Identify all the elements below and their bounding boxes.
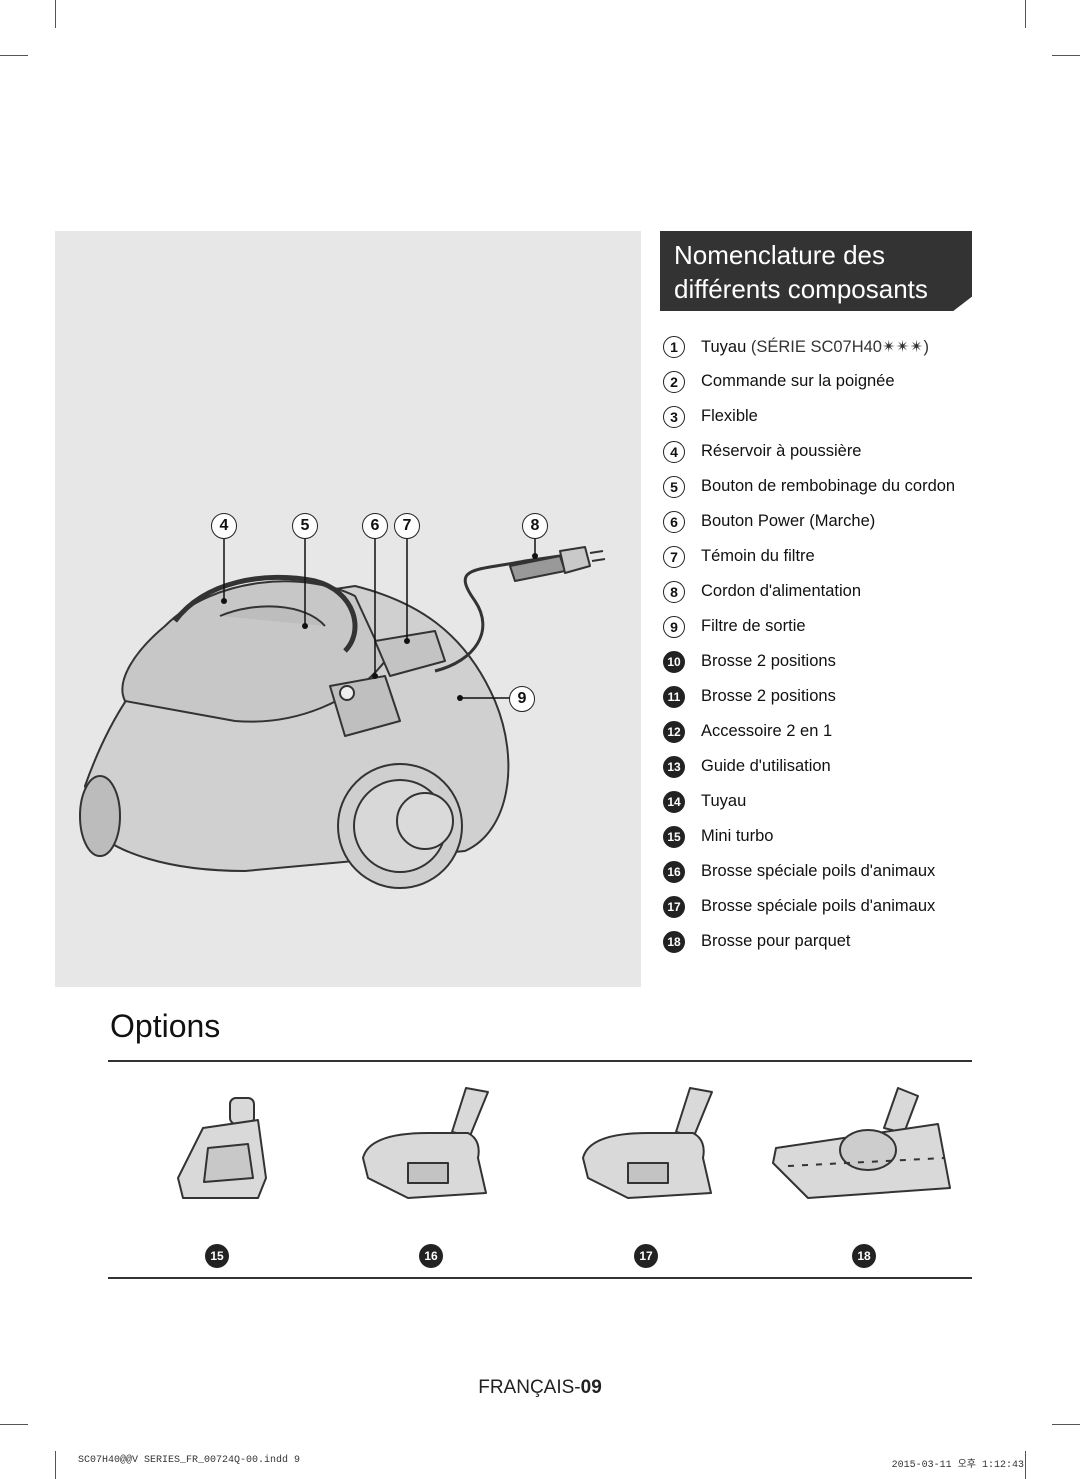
item-label: Brosse spéciale poils d'animaux [701, 897, 936, 915]
item-number: 3 [663, 405, 685, 428]
component-list: 1 Tuyau (SÉRIE SC07H40✴✴✴) 2 Commande su… [663, 329, 993, 959]
option-number: 17 [634, 1244, 658, 1268]
item-number: 6 [663, 510, 685, 533]
options-bottom-rule [108, 1277, 972, 1279]
item-number: 15 [663, 825, 685, 848]
item-number: 4 [663, 440, 685, 463]
item-number: 9 [663, 615, 685, 638]
options-heading: Options [110, 1008, 221, 1044]
item-label: Tuyau [701, 792, 747, 810]
item-number: 12 [663, 720, 685, 743]
options-top-rule [108, 1060, 972, 1062]
item-label-suffix: (SÉRIE SC07H40✴✴✴) [750, 337, 929, 356]
item-number: 5 [663, 475, 685, 498]
slug-file: SC07H40@@V SERIES_FR_00724Q-00.indd 9 [78, 1455, 301, 1466]
list-item: 1 Tuyau (SÉRIE SC07H40✴✴✴) [663, 329, 993, 364]
item-label: Filtre de sortie [701, 617, 806, 635]
footer-language: FRANÇAIS- [478, 1377, 581, 1398]
pet-brush-icon [582, 1087, 713, 1199]
item-label: Réservoir à poussière [701, 442, 862, 460]
list-item: 5 Bouton de rembobinage du cordon [663, 469, 993, 504]
item-number: 18 [663, 930, 685, 953]
item-label: Guide d'utilisation [701, 757, 831, 775]
list-item: 2 Commande sur la poignée [663, 364, 993, 399]
parquet-brush-icon [772, 1087, 951, 1199]
item-label: Brosse pour parquet [701, 932, 851, 950]
callout-7: 7 [394, 513, 420, 539]
item-label: Cordon d'alimentation [701, 582, 861, 600]
item-number: 11 [663, 685, 685, 708]
list-item: 18 Brosse pour parquet [663, 924, 993, 959]
item-number: 2 [663, 370, 685, 393]
list-item: 16 Brosse spéciale poils d'animaux [663, 854, 993, 889]
section-title-line1: Nomenclature des [674, 240, 885, 270]
crop-mark [55, 0, 56, 28]
vacuum-illustration-panel: 4 5 6 7 8 9 [55, 231, 641, 987]
callout-5: 5 [292, 513, 318, 539]
list-item: 7 Témoin du filtre [663, 539, 993, 574]
item-number: 16 [663, 860, 685, 883]
list-item: 11 Brosse 2 positions [663, 679, 993, 714]
list-item: 10 Brosse 2 positions [663, 644, 993, 679]
item-label: Bouton de rembobinage du cordon [701, 477, 956, 495]
crop-mark [1052, 55, 1080, 56]
crop-mark [1025, 0, 1026, 28]
mini-turbo-icon [177, 1097, 267, 1199]
section-title-line2: différents composants [674, 274, 928, 304]
section-title-box: Nomenclature des différents composants [660, 231, 972, 311]
vacuum-cleaner-illustration [79, 539, 606, 889]
list-item: 3 Flexible [663, 399, 993, 434]
list-item: 6 Bouton Power (Marche) [663, 504, 993, 539]
item-label: Brosse 2 positions [701, 652, 836, 670]
footer-page-number: 09 [580, 1377, 602, 1398]
list-item: 15 Mini turbo [663, 819, 993, 854]
crop-mark [1025, 1451, 1026, 1479]
list-item: 9 Filtre de sortie [663, 609, 993, 644]
item-label: Brosse spéciale poils d'animaux [701, 862, 936, 880]
callout-8: 8 [522, 513, 548, 539]
option-number: 15 [205, 1244, 229, 1268]
item-label: Flexible [701, 407, 758, 425]
list-item: 14 Tuyau [663, 784, 993, 819]
option-number: 18 [852, 1244, 876, 1268]
list-item: 17 Brosse spéciale poils d'animaux [663, 889, 993, 924]
item-label: Mini turbo [701, 827, 774, 845]
list-item: 12 Accessoire 2 en 1 [663, 714, 993, 749]
item-label: Accessoire 2 en 1 [701, 722, 833, 740]
item-label: Témoin du filtre [701, 547, 815, 565]
crop-mark [0, 1424, 28, 1425]
options-illustrations [177, 1087, 951, 1199]
callout-4: 4 [211, 513, 237, 539]
page-footer: FRANÇAIS-09 [0, 1377, 1080, 1399]
callout-9: 9 [509, 686, 535, 712]
item-label: Bouton Power (Marche) [701, 512, 876, 530]
crop-mark [0, 55, 28, 56]
item-label: Commande sur la poignée [701, 372, 895, 390]
list-item: 8 Cordon d'alimentation [663, 574, 993, 609]
option-number: 16 [419, 1244, 443, 1268]
slug-date: 2015-03-11 오후 1:12:43 [891, 1460, 1024, 1471]
item-number: 7 [663, 545, 685, 568]
list-item: 4 Réservoir à poussière [663, 434, 993, 469]
crop-mark [55, 1451, 56, 1479]
item-number: 13 [663, 755, 685, 778]
item-label: Tuyau (SÉRIE SC07H40✴✴✴) [701, 337, 929, 356]
item-label: Brosse 2 positions [701, 687, 836, 705]
crop-mark [1052, 1424, 1080, 1425]
item-number: 17 [663, 895, 685, 918]
pet-brush-icon [362, 1087, 489, 1199]
list-item: 13 Guide d'utilisation [663, 749, 993, 784]
callout-6: 6 [362, 513, 388, 539]
item-number: 8 [663, 580, 685, 603]
item-number: 10 [663, 650, 685, 673]
item-number: 14 [663, 790, 685, 813]
item-number: 1 [663, 335, 685, 358]
